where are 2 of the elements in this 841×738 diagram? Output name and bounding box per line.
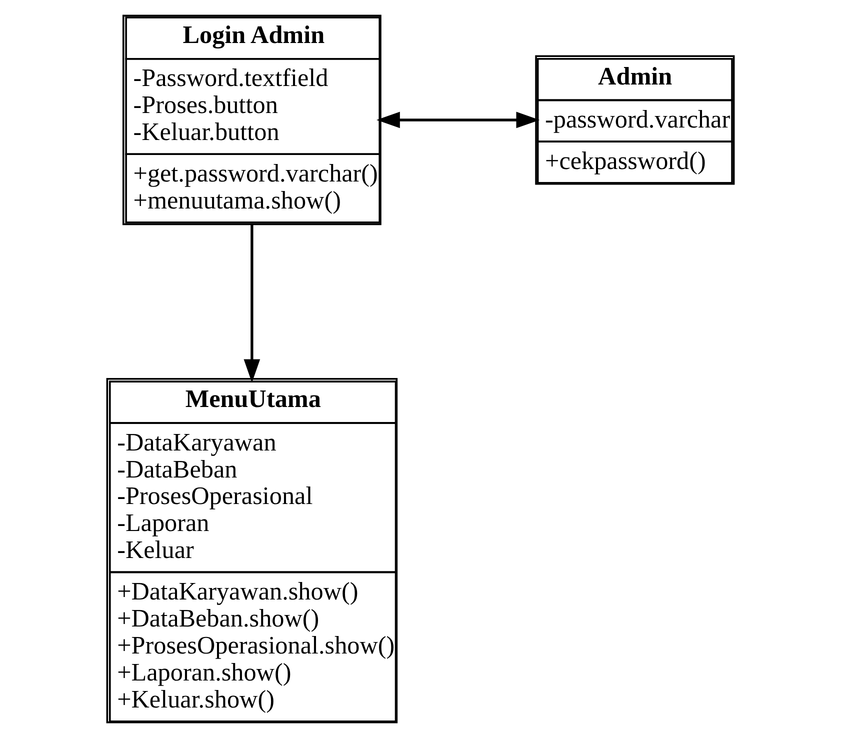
arrow	[376, 112, 540, 128]
arrow	[244, 224, 260, 383]
